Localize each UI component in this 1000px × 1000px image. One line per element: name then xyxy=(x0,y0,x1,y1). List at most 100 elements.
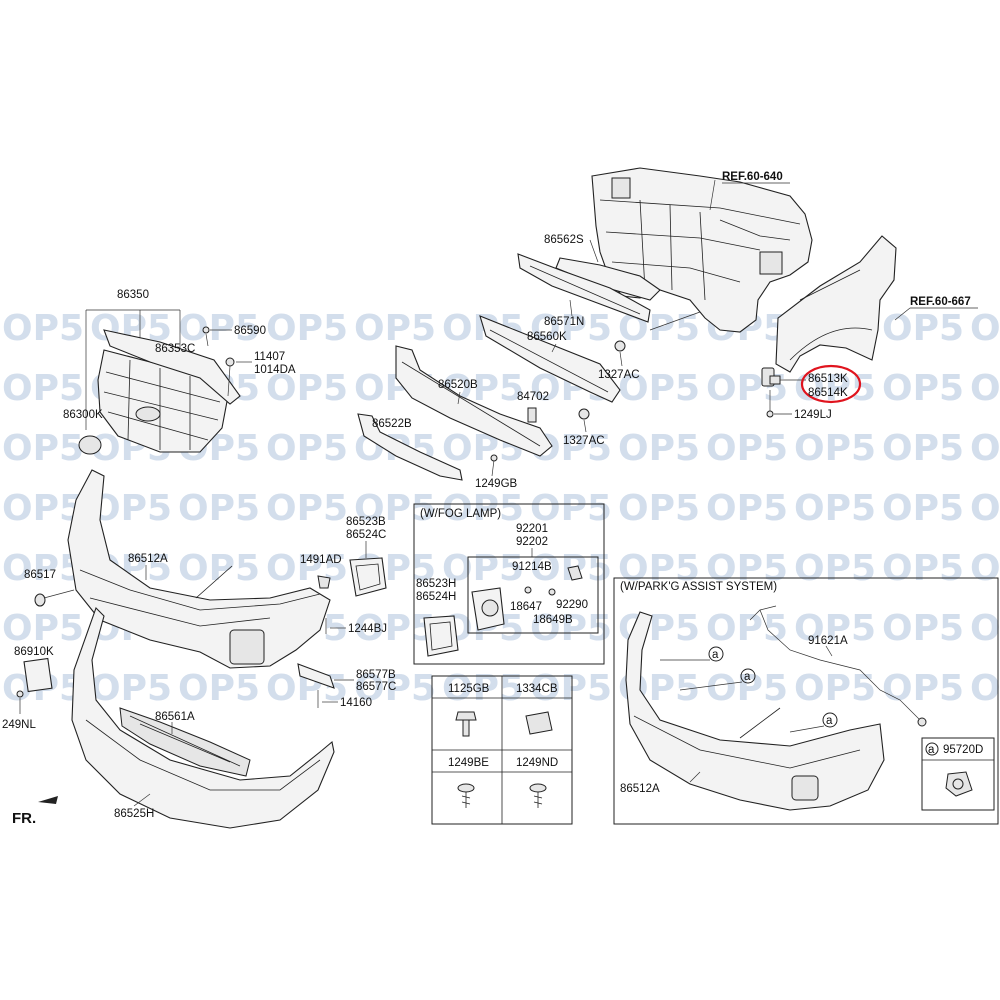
plug-86517 xyxy=(34,593,46,607)
label-86524C[interactable]: 86524C xyxy=(346,529,386,541)
emblem-86300K xyxy=(78,435,102,455)
ref-radiator-label[interactable]: REF.60-640 xyxy=(722,171,783,183)
label-1327AC-a[interactable]: 1327AC xyxy=(598,369,640,381)
label-86910K[interactable]: 86910K xyxy=(14,646,54,658)
label-86525H[interactable]: 86525H xyxy=(114,808,154,820)
watermark-text: OP5 xyxy=(882,368,964,409)
watermark-text: OP5 xyxy=(970,488,1000,529)
watermark-text: OP5 xyxy=(2,488,84,529)
label-1014DA[interactable]: 1014DA xyxy=(254,364,296,376)
watermark-text: OP5 xyxy=(442,668,524,709)
fog-bezel-86523B xyxy=(349,557,387,597)
wiring-harness-91621A xyxy=(749,605,927,727)
front-direction-arrow-icon xyxy=(38,796,58,804)
watermark-text: OP5 xyxy=(618,548,700,589)
ref-fender-label[interactable]: REF.60-667 xyxy=(910,296,971,308)
watermark-text: OP5 xyxy=(882,428,964,469)
license-bracket-86910K xyxy=(23,657,53,693)
watermark-text: OP5 xyxy=(90,668,172,709)
watermark-text: OP5 xyxy=(794,428,876,469)
fastener-1249ND[interactable]: 1249ND xyxy=(516,757,558,769)
park-assist-title: (W/PARK'G ASSIST SYSTEM) xyxy=(620,581,777,593)
watermark-text: OP5 xyxy=(442,548,524,589)
label-1491AD[interactable]: 1491AD xyxy=(300,554,342,566)
label-86514K[interactable]: 86514K xyxy=(808,387,848,399)
label-86524H[interactable]: 86524H xyxy=(416,591,456,603)
label-86577B[interactable]: 86577B xyxy=(356,669,396,681)
watermark-text: OP5 xyxy=(178,668,260,709)
label-92290[interactable]: 92290 xyxy=(556,599,588,611)
label-86571N[interactable]: 86571N xyxy=(544,316,584,328)
watermark-text: OP5 xyxy=(882,548,964,589)
watermark-text: OP5 xyxy=(970,668,1000,709)
fog-lamp-title: (W/FOG LAMP) xyxy=(420,508,501,520)
label-86577C[interactable]: 86577C xyxy=(356,681,396,693)
label-1249LJ[interactable]: 1249LJ xyxy=(794,409,832,421)
label-86562S[interactable]: 86562S xyxy=(544,234,584,246)
watermark-text: OP5 xyxy=(90,488,172,529)
nut-1327AC-lower xyxy=(578,408,590,420)
fastener-1334CB[interactable]: 1334CB xyxy=(516,683,558,695)
label-18647[interactable]: 18647 xyxy=(510,601,542,613)
label-92201[interactable]: 92201 xyxy=(516,523,548,535)
label-86350[interactable]: 86350 xyxy=(117,289,149,301)
label-92202[interactable]: 92202 xyxy=(516,536,548,548)
label-95720D[interactable]: 95720D xyxy=(943,744,983,756)
tapping-screw-icon xyxy=(529,783,547,808)
fog-lamp-subassembly xyxy=(467,556,599,634)
watermark-text: OP5 xyxy=(354,668,436,709)
fastener-1125GB[interactable]: 1125GB xyxy=(448,683,490,695)
highlight-ring xyxy=(800,364,862,404)
clip-nut-icon xyxy=(525,711,553,735)
label-11407[interactable]: 11407 xyxy=(254,351,285,363)
watermark-text: OP5 xyxy=(178,548,260,589)
label-91621A[interactable]: 91621A xyxy=(808,635,848,647)
bumper-cover-with-sensors xyxy=(625,611,885,811)
bracket-86577B xyxy=(297,663,335,689)
label-86520B[interactable]: 86520B xyxy=(438,379,478,391)
label-1249GB[interactable]: 1249GB xyxy=(475,478,518,490)
watermark-layer: OP5OP5OP5OP5OP5OP5OP5OP5OP5OP5OP5OP5OP5O… xyxy=(2,308,1000,709)
watermark-text: OP5 xyxy=(354,608,436,649)
label-1249NL[interactable]: 249NL xyxy=(2,719,36,731)
watermark-text: OP5 xyxy=(706,548,788,589)
label-86561A[interactable]: 86561A xyxy=(155,711,195,723)
label-86523B[interactable]: 86523B xyxy=(346,516,386,528)
park-label-86512A[interactable]: 86512A xyxy=(620,783,660,795)
watermark-text: OP5 xyxy=(2,368,84,409)
fastener-1249BE[interactable]: 1249BE xyxy=(448,757,489,769)
watermark-text: OP5 xyxy=(266,428,348,469)
watermark-text: OP5 xyxy=(618,428,700,469)
front-bumper-cover-86512A xyxy=(67,469,331,669)
watermark-text: OP5 xyxy=(706,368,788,409)
label-86517[interactable]: 86517 xyxy=(24,569,56,581)
label-86522B[interactable]: 86522B xyxy=(372,418,412,430)
label-18649B[interactable]: 18649B xyxy=(533,614,573,626)
fog-bezel-86523H xyxy=(423,615,459,657)
label-1244BJ[interactable]: 1244BJ xyxy=(348,623,387,635)
label-86353C[interactable]: 86353C xyxy=(155,343,195,355)
watermark-text: OP5 xyxy=(442,488,524,529)
watermark-text: OP5 xyxy=(266,368,348,409)
watermark-text: OP5 xyxy=(266,548,348,589)
label-14160[interactable]: 14160 xyxy=(340,697,372,709)
label-86513K[interactable]: 86513K xyxy=(808,373,848,385)
legend-marker: a xyxy=(928,744,935,756)
label-86590[interactable]: 86590 xyxy=(234,325,266,337)
label-86560K[interactable]: 86560K xyxy=(527,331,567,343)
parking-sensor-icon xyxy=(945,771,973,797)
label-84702[interactable]: 84702 xyxy=(517,391,549,403)
watermark-text: OP5 xyxy=(970,608,1000,649)
label-86512A[interactable]: 86512A xyxy=(128,553,168,565)
watermark-text: OP5 xyxy=(706,668,788,709)
label-91214B[interactable]: 91214B xyxy=(512,561,552,573)
screw-icon xyxy=(457,783,475,808)
watermark-text: OP5 xyxy=(706,428,788,469)
label-86523H[interactable]: 86523H xyxy=(416,578,456,590)
clip-1491AD xyxy=(317,575,331,589)
sensor-marker-3: a xyxy=(826,715,833,727)
label-1327AC-b[interactable]: 1327AC xyxy=(563,435,605,447)
bumper-beam-86560K xyxy=(479,315,621,403)
label-86300K[interactable]: 86300K xyxy=(63,409,103,421)
watermark-text: OP5 xyxy=(2,308,84,349)
